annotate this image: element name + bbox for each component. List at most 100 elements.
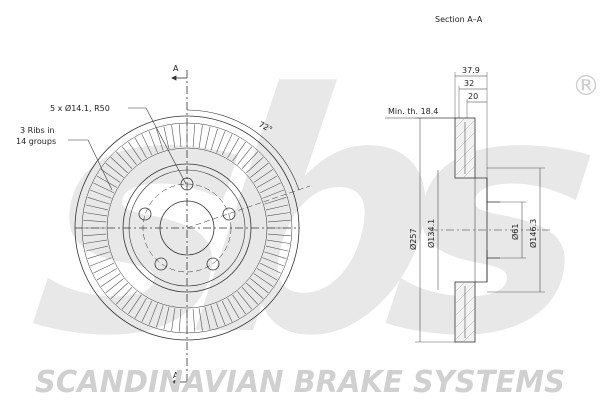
rib-line — [237, 291, 253, 310]
registered-mark: ® — [572, 69, 600, 102]
section-arrow-top — [171, 75, 177, 81]
rib-line — [110, 157, 128, 174]
rib-line — [84, 239, 107, 244]
rib-line — [90, 257, 112, 267]
rib-line — [110, 282, 128, 299]
dim-hat-depth: 32 — [464, 79, 474, 88]
bolt-circle — [142, 183, 232, 273]
rib-line — [246, 282, 264, 299]
rib-line — [256, 175, 278, 188]
rib-line — [116, 151, 133, 169]
ribs-label-line2: 14 groups — [16, 137, 56, 146]
rib-line — [148, 131, 158, 153]
rib-line — [96, 268, 118, 281]
rib-line — [210, 128, 218, 151]
rib-line — [267, 212, 290, 217]
angle-ext-line — [186, 185, 311, 229]
section-arrow-bottom — [171, 379, 177, 385]
rib-line — [216, 303, 226, 325]
rib-line — [253, 273, 274, 287]
rib-line — [85, 204, 109, 211]
rib-line — [156, 305, 164, 328]
ribs-label-leader — [68, 139, 113, 191]
bolt-hole — [138, 207, 152, 221]
bolt-label-leader — [128, 107, 187, 185]
rib-line — [171, 125, 176, 148]
bolt-pattern-label: 5 x Ø14.1, R50 — [50, 103, 110, 113]
rib-line — [105, 278, 124, 294]
rib-line — [241, 287, 258, 305]
rib-line — [227, 137, 240, 159]
rib-line — [141, 134, 153, 156]
rib-line — [198, 125, 203, 148]
rib-line — [93, 262, 115, 274]
rib-line — [121, 146, 137, 165]
outer-rim — [74, 115, 300, 341]
rib-line — [163, 306, 170, 330]
section-marker-bottom: A — [173, 371, 179, 380]
sbs-logo-watermark: sbs — [18, 25, 600, 400]
rib-line — [246, 157, 264, 174]
rib-line — [85, 245, 109, 252]
rib-line — [87, 251, 110, 259]
rib-line — [237, 146, 253, 165]
min-thickness-label: Min. th. 18.4 — [388, 107, 438, 116]
rib-line — [134, 297, 147, 319]
rib-line — [134, 137, 147, 159]
rib-line — [259, 182, 281, 194]
rib-line — [262, 189, 284, 199]
rib-line — [90, 189, 112, 199]
rib-line — [232, 294, 246, 315]
bolt-hole — [180, 177, 194, 191]
rib-line — [221, 300, 233, 322]
rib-line — [264, 251, 287, 259]
rib-line — [116, 287, 133, 305]
rib-line — [265, 245, 289, 252]
rib-line — [232, 141, 246, 162]
rib-line — [100, 169, 121, 183]
brand-name: SCANDINAVIAN BRAKE SYSTEMS — [35, 365, 565, 400]
rib-line — [267, 219, 291, 223]
bolt-hole — [206, 257, 220, 271]
cooling-ribs — [83, 124, 291, 332]
rib-line — [87, 197, 110, 205]
section-view — [385, 72, 550, 343]
rib-line — [262, 257, 284, 267]
section-marker-top: A — [173, 64, 179, 73]
rib-outer-ring — [81, 122, 293, 334]
rib-line — [163, 126, 170, 150]
rib-line — [128, 141, 142, 162]
dim-hat-diameter: Ø134.1 — [426, 219, 436, 248]
rib-line — [265, 204, 289, 211]
rib-line — [100, 273, 121, 287]
bolt-hole — [222, 207, 236, 221]
rib-line — [141, 300, 153, 322]
rib-inner-ring — [106, 147, 268, 309]
rib-line — [210, 305, 218, 328]
rib-line — [259, 262, 281, 274]
rib-line — [253, 169, 274, 183]
rib-line — [93, 182, 115, 194]
rib-line — [267, 233, 291, 237]
dim-outer-diameter: Ø257 — [408, 228, 418, 250]
rib-line — [267, 239, 290, 244]
rib-line — [178, 308, 182, 332]
rib-line — [156, 128, 164, 151]
section-title: Section A–A — [435, 15, 483, 24]
rib-line — [83, 233, 107, 237]
rib-line — [105, 162, 124, 178]
dim-center-bore: Ø61 — [510, 224, 520, 240]
rib-line — [241, 151, 258, 169]
rib-line — [96, 175, 118, 188]
rib-line — [264, 197, 287, 205]
rib-line — [250, 278, 269, 294]
rib-line — [192, 124, 196, 148]
rib-line — [148, 303, 158, 325]
rib-line — [204, 126, 211, 150]
center-bore — [159, 200, 215, 256]
rib-line — [84, 212, 107, 217]
rib-line — [198, 308, 203, 331]
angle-dimension-arc — [186, 109, 300, 191]
hat-edge — [122, 163, 252, 293]
